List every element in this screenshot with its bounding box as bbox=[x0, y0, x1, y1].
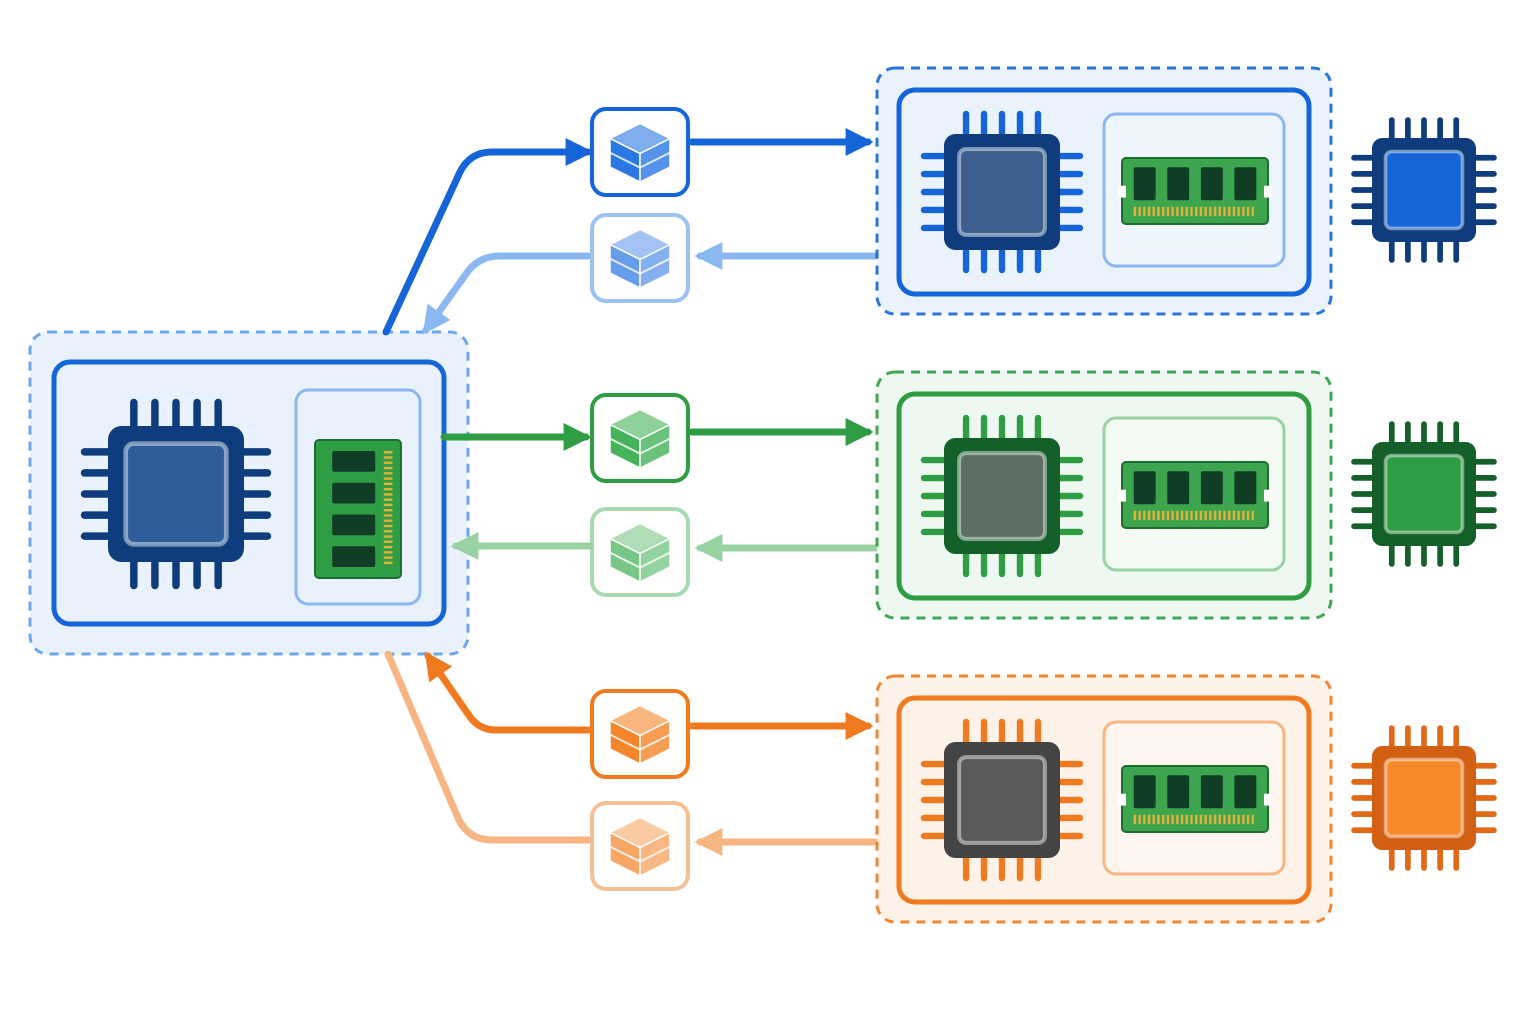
data-package-icon bbox=[590, 801, 690, 891]
device-inner-box bbox=[896, 695, 1312, 905]
host-inner-box bbox=[51, 359, 447, 627]
return-link-icon bbox=[422, 252, 592, 335]
connectors-blue bbox=[382, 128, 880, 336]
device-cpu-chip-icon bbox=[920, 110, 1084, 274]
data-package-icon bbox=[590, 393, 690, 483]
device-green bbox=[440, 370, 1497, 620]
device-blue bbox=[382, 66, 1497, 336]
device-ram-module-icon bbox=[1118, 157, 1272, 225]
device-cpu-chip-icon bbox=[920, 718, 1084, 882]
device-inner-box bbox=[896, 87, 1312, 297]
connectors-green bbox=[440, 418, 880, 562]
host-node bbox=[28, 330, 470, 656]
device-orange bbox=[384, 650, 1497, 924]
host-cpu-chip-icon bbox=[80, 398, 272, 590]
data-package-icon bbox=[590, 507, 690, 597]
forward-link-icon bbox=[382, 138, 594, 336]
device-cpu-chip-icon bbox=[920, 414, 1084, 578]
device-inner-box bbox=[896, 391, 1312, 601]
data-package-icon bbox=[590, 689, 690, 779]
return-link-main-icon bbox=[424, 651, 592, 734]
data-package-icon bbox=[590, 107, 690, 197]
data-package-icon bbox=[590, 213, 690, 303]
connectors-orange bbox=[384, 650, 880, 856]
device-ram-module-icon bbox=[1118, 461, 1272, 529]
external-cpu-chip-icon bbox=[1351, 725, 1497, 871]
host-memory-box bbox=[294, 388, 422, 606]
lower-link-icon bbox=[384, 650, 592, 844]
external-cpu-chip-icon bbox=[1351, 117, 1497, 263]
external-cpu-chip-icon bbox=[1351, 421, 1497, 567]
device-ram-module-icon bbox=[1118, 765, 1272, 833]
host-ram-module-icon bbox=[314, 439, 402, 579]
